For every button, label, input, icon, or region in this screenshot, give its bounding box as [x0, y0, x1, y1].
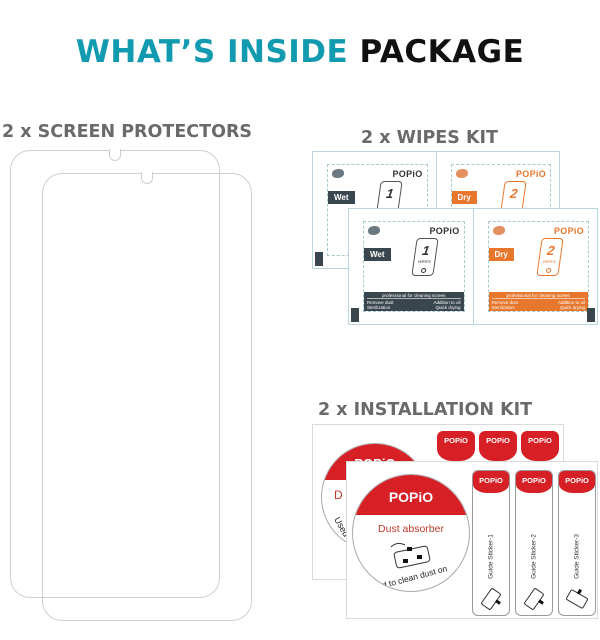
guide-sticker-2: POPiO Guide Sticker-2	[515, 470, 553, 616]
wipe-feature: Addition to oil	[433, 300, 461, 305]
phone-icon	[523, 587, 545, 611]
wipe-bar-heading: professional for cleaning screen	[367, 293, 461, 299]
dust-cap	[353, 475, 469, 515]
brand-logo: POPiO	[515, 169, 546, 179]
brand-logo: POPiO	[528, 436, 552, 445]
wipe-feature: Quick drying	[435, 305, 461, 310]
wipe-label-area: POPiO Dry 2 WIPES professional for clean…	[487, 221, 589, 312]
guide-sticker-label: Guide Sticker-2	[530, 534, 538, 579]
wipe-label-area: POPiO Wet 1 WIPES professional for clean…	[363, 221, 465, 312]
phone-icon	[565, 588, 589, 610]
brand-logo: POPiO	[522, 476, 546, 485]
wipe-dry: POPiO Dry 2 WIPES professional for clean…	[474, 209, 598, 324]
wipe-info-bar: professional for cleaning screen Remove …	[364, 292, 464, 311]
wipe-phone-caption: WIPES	[542, 259, 556, 264]
wipe-wet: POPiO Wet 1 WIPES professional for clean…	[349, 209, 474, 324]
wipe-feature: Remove dust	[367, 300, 394, 305]
dust-absorber-title: Dust absorber	[378, 523, 444, 535]
guide-sticker-label: Guide Sticker-1	[487, 534, 495, 579]
phone-icon: 2 WIPES	[535, 238, 564, 276]
wiping-hand-icon	[390, 542, 431, 569]
tear-tab	[587, 308, 595, 322]
page-title: WHAT’S INSIDE PACKAGE	[0, 34, 600, 70]
brand-logo: POPiO	[429, 226, 460, 236]
brand-logo: POPiO	[392, 169, 423, 179]
wipe-feature: Addition to oil	[557, 300, 585, 305]
brand-logo: POPiO	[553, 226, 584, 236]
guide-cap	[559, 471, 595, 493]
dust-absorber: POPiO Dust absorber Used to clean dust o…	[352, 474, 470, 592]
wipe-phone-caption: WIPES	[417, 259, 432, 264]
hand-icon	[492, 226, 505, 235]
guide-cap	[437, 431, 475, 461]
screen-protector-front	[42, 172, 252, 621]
guide-sticker-3: POPiO Guide Sticker-3	[558, 470, 596, 616]
hand-icon	[368, 226, 380, 235]
brand-logo: POPiO	[444, 436, 468, 445]
tear-tab	[315, 252, 323, 266]
phone-icon	[480, 587, 502, 611]
wipe-bar-heading: professional for cleaning screen	[491, 293, 585, 299]
wipe-type-tag: Dry	[451, 191, 477, 204]
wipes-pack-front: POPiO Wet 1 WIPES professional for clean…	[348, 208, 598, 325]
home-button	[544, 268, 551, 273]
section-label-screen-protectors: 2 x SCREEN PROTECTORS	[2, 122, 253, 142]
guide-cap	[479, 431, 517, 461]
guide-cap	[516, 471, 552, 493]
home-button	[420, 268, 426, 273]
hand-icon	[455, 169, 468, 178]
wipe-feature: Sterilization	[367, 305, 391, 310]
wipe-feature: Sterilization	[491, 305, 515, 310]
screen-protector-back	[10, 149, 220, 598]
title-highlight: WHAT’S INSIDE	[75, 34, 349, 70]
wipe-step-number: 1	[385, 186, 395, 201]
brand-logo: POPiO	[388, 489, 434, 505]
guide-cap	[473, 471, 509, 493]
dust-title-fragment: D	[334, 488, 343, 502]
guide-sticker-label: Guide Sticker-3	[573, 534, 581, 579]
tear-tab	[351, 308, 359, 322]
wipe-feature: Quick drying	[559, 305, 585, 310]
brand-logo: POPiO	[486, 436, 510, 445]
brand-logo: POPiO	[565, 476, 589, 485]
brand-logo: POPiO	[479, 476, 503, 485]
wipe-step-number: 1	[421, 243, 431, 258]
wipe-step-number: 2	[508, 186, 519, 201]
notch	[109, 149, 121, 161]
installation-sheet-front: POPiO Dust absorber Used to clean dust o…	[346, 461, 598, 619]
guide-sticker-1: POPiO Guide Sticker-1	[472, 470, 510, 616]
wipe-feature: Remove dust	[491, 300, 519, 305]
hand-icon	[332, 169, 344, 178]
notch	[141, 172, 153, 184]
section-label-wipes-kit: 2 x WIPES KIT	[361, 128, 498, 148]
phone-icon: 1 WIPES	[411, 238, 439, 276]
section-label-installation-kit: 2 x INSTALLATION KIT	[318, 400, 533, 420]
wipe-info-bar: professional for cleaning screen Remove …	[488, 292, 588, 311]
wipe-type-tag: Wet	[328, 191, 355, 204]
guide-cap	[521, 431, 559, 461]
wipe-type-tag: Wet	[364, 248, 391, 261]
wipe-type-tag: Dry	[488, 248, 514, 261]
wipe-step-number: 2	[545, 243, 556, 258]
title-rest: PACKAGE	[359, 34, 525, 70]
